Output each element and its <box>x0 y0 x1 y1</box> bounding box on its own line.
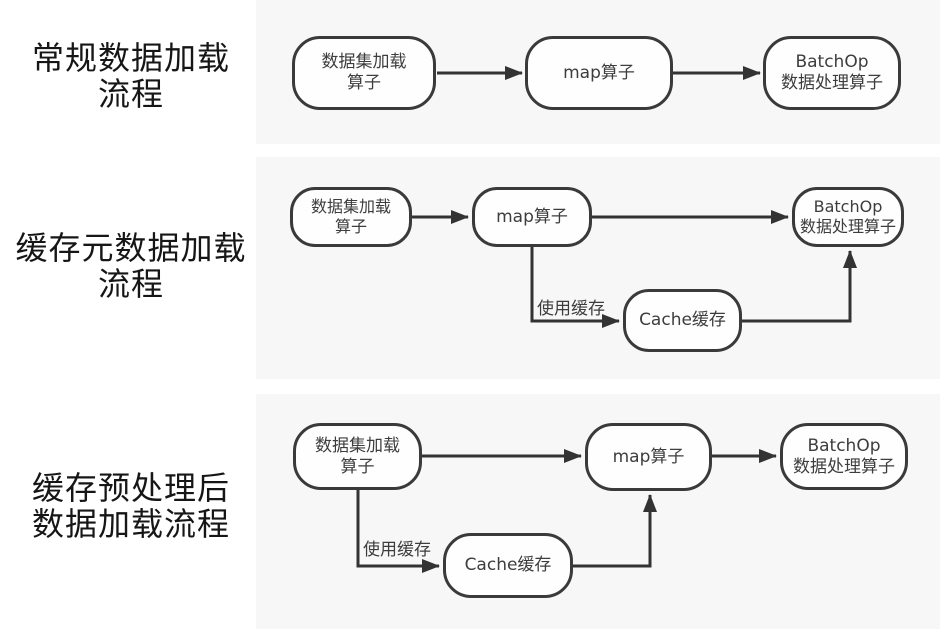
row2-edge-label-use-cache: 使用缓存 <box>537 299 605 319</box>
row3-edge-label-use-cache: 使用缓存 <box>363 540 431 560</box>
edge-row3-dataset-to-cache <box>356 490 440 573</box>
row1-node-batchop: BatchOp 数据处理算子 <box>763 36 901 110</box>
row3-title: 缓存预处理后 数据加载流程 <box>31 469 230 543</box>
row3-node-cache: Cache缓存 <box>443 533 573 598</box>
row3-node-map-operator: map算子 <box>585 423 712 491</box>
edge-row2-cache-to-batchop <box>742 250 857 323</box>
row3-node-batchop: BatchOp 数据处理算子 <box>780 423 908 490</box>
row2-node-map-operator: map算子 <box>472 187 592 247</box>
row2-node-batchop: BatchOp 数据处理算子 <box>792 187 904 247</box>
edge-row3-cache-to-map <box>573 494 657 568</box>
row2-node-dataset-loader: 数据集加载 算子 <box>290 187 412 247</box>
row1-node-map-operator: map算子 <box>525 36 673 110</box>
edge-row2-map-to-cache <box>530 247 620 328</box>
row1-node-dataset-loader: 数据集加载 算子 <box>292 36 436 110</box>
row3-node-dataset-loader: 数据集加载 算子 <box>293 423 422 490</box>
row2-node-cache: Cache缓存 <box>623 289 742 352</box>
row2-title: 缓存元数据加载 流程 <box>15 229 247 303</box>
row1-title: 常规数据加载 流程 <box>31 39 230 113</box>
